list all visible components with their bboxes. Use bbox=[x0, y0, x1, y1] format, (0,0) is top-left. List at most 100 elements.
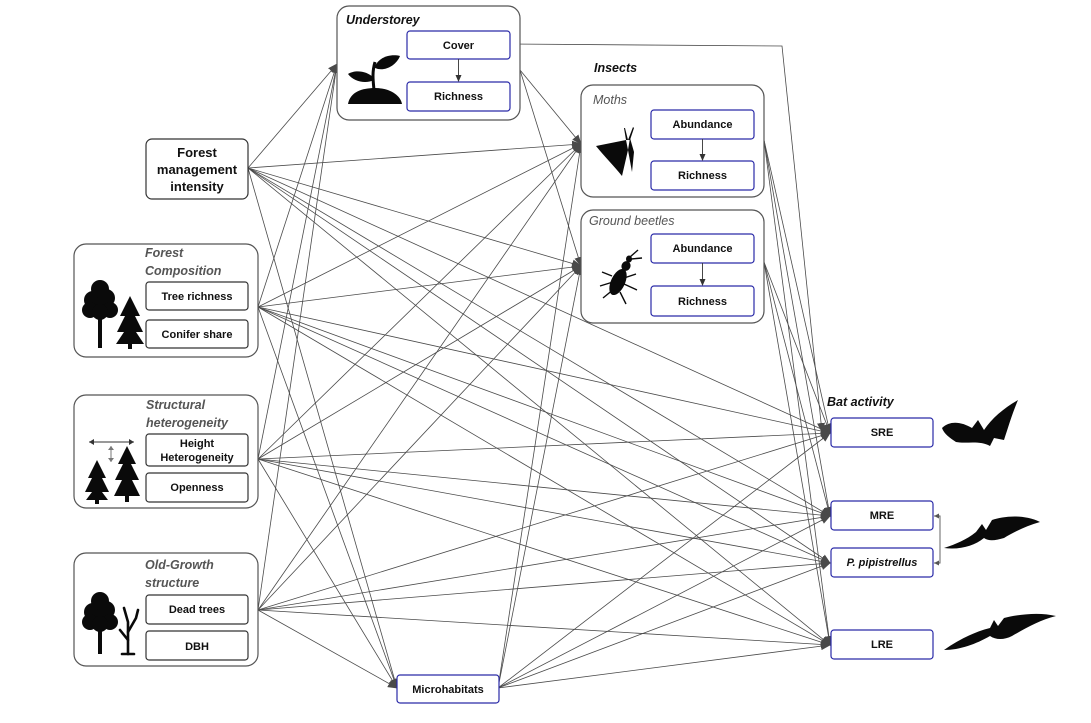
fmi-line-1: Forest bbox=[177, 145, 217, 160]
edge-micro-to-beetles bbox=[497, 265, 584, 689]
edge-micro-to-pip bbox=[497, 562, 831, 689]
edge-micro-to-sre bbox=[497, 432, 831, 689]
edge-insR1-to-lre bbox=[763, 139, 833, 646]
edge-fmi-to-microT bbox=[247, 167, 399, 689]
moth-icon bbox=[596, 127, 634, 176]
edge-struct-to-microT bbox=[257, 458, 398, 689]
edge-struct-to-moths bbox=[257, 143, 582, 460]
structural-heterogeneity-group: Structural heterogeneity Height Heteroge… bbox=[73, 394, 259, 509]
edge-comp-to-sre bbox=[257, 306, 831, 435]
edge-struct-to-pip bbox=[257, 458, 831, 566]
dead-trees-label: Dead trees bbox=[169, 604, 225, 616]
sre-label: SRE bbox=[871, 427, 894, 439]
dbh-label: DBH bbox=[185, 641, 209, 653]
edge-fmi-to-mre bbox=[247, 167, 831, 517]
mre-bat-icon bbox=[944, 516, 1040, 549]
edge-comp-to-lre bbox=[257, 306, 831, 646]
composition-title-1: Forest bbox=[145, 246, 184, 260]
pipistrellus-label: P. pipistrellus bbox=[847, 557, 918, 569]
tree-deadtree-icon bbox=[82, 592, 140, 656]
moths-abundance-label: Abundance bbox=[673, 119, 733, 131]
edge-og-to-mre bbox=[257, 513, 831, 611]
edge-insR2-to-mre bbox=[763, 261, 832, 517]
oldgrowth-title-2: structure bbox=[145, 576, 199, 590]
edge-og-to-lre bbox=[257, 609, 831, 649]
microhabitats-label: Microhabitats bbox=[412, 684, 484, 696]
edge-comp-to-mre bbox=[257, 306, 831, 517]
forest-composition-group: Forest Composition Tree richness Conifer… bbox=[73, 243, 259, 358]
structural-title-2: heterogeneity bbox=[146, 416, 229, 430]
beetles-richness-label: Richness bbox=[678, 296, 727, 308]
moths-title: Moths bbox=[593, 93, 627, 107]
edge-og-to-underL bbox=[257, 63, 340, 611]
edge-comp-to-pip bbox=[257, 306, 831, 564]
lre-bat-icon bbox=[944, 613, 1056, 650]
edge-insR2-to-lre bbox=[763, 261, 833, 646]
sre-bat-icon bbox=[942, 400, 1018, 446]
understorey-richness-box bbox=[406, 81, 511, 112]
edge-og-to-beetles bbox=[257, 265, 582, 611]
edge-fmi-to-underL bbox=[247, 63, 338, 169]
fmi-node: Forest management intensity bbox=[145, 138, 249, 200]
beetles-title: Ground beetles bbox=[589, 214, 674, 228]
composition-title-2: Composition bbox=[145, 264, 222, 278]
edge-comp-to-beetles bbox=[257, 263, 582, 308]
edge-og-to-moths bbox=[257, 143, 582, 611]
insects-title: Insects bbox=[594, 61, 637, 75]
edge-fmi-to-moths bbox=[247, 140, 582, 169]
tree-richness-label: Tree richness bbox=[162, 291, 233, 303]
oldgrowth-title-1: Old-Growth bbox=[145, 558, 214, 572]
fmi-line-3: intensity bbox=[170, 179, 224, 194]
edge-micro-to-lre bbox=[497, 642, 831, 689]
bat-activity-title: Bat activity bbox=[827, 395, 895, 409]
edge-comp-to-microT bbox=[257, 306, 398, 689]
lre-label: LRE bbox=[871, 639, 893, 651]
edge-og-to-microT bbox=[257, 609, 398, 689]
understorey-title: Understorey bbox=[346, 13, 421, 27]
edge-struct-to-sre bbox=[257, 429, 831, 460]
edge-fmi-to-sre bbox=[247, 167, 831, 434]
edge-struct-to-underL bbox=[257, 63, 340, 460]
edges-layer bbox=[247, 43, 833, 689]
edge-comp-to-underL bbox=[257, 63, 339, 308]
edge-og-to-pip bbox=[257, 559, 831, 611]
moths-richness-label: Richness bbox=[678, 170, 727, 182]
mre-label: MRE bbox=[870, 510, 894, 522]
edge-cover-to-sre bbox=[509, 43, 826, 433]
edge-fmi-to-beetles bbox=[247, 167, 582, 268]
ground-beetles-group: Ground beetles Abundance Richness bbox=[580, 209, 765, 324]
conifer-share-label: Conifer share bbox=[162, 329, 233, 341]
microhabitats-node: Microhabitats bbox=[396, 674, 500, 704]
edge-og-to-sre bbox=[257, 431, 831, 611]
edge-micro-to-moths bbox=[497, 143, 584, 689]
understorey-group: Understorey Cover Richness bbox=[336, 5, 521, 121]
fmi-line-2: management bbox=[157, 162, 238, 177]
beetle-icon bbox=[599, 249, 643, 305]
openness-label: Openness bbox=[170, 482, 223, 494]
understorey-richness-label: Richness bbox=[434, 91, 483, 103]
edge-underR-to-beetles bbox=[519, 69, 583, 267]
edge-comp-to-moths bbox=[257, 143, 582, 308]
height-het-line-2: Heterogeneity bbox=[160, 452, 234, 464]
edge-insR1-to-mre bbox=[763, 139, 833, 517]
beetles-abundance-label: Abundance bbox=[673, 243, 733, 255]
edge-struct-to-mre bbox=[257, 458, 831, 520]
deciduous-conifer-trees-icon bbox=[82, 280, 144, 349]
structural-title-1: Structural bbox=[146, 398, 206, 412]
plant-icon bbox=[348, 55, 402, 104]
edge-fmi-to-lre bbox=[247, 167, 831, 646]
height-het-line-1: Height bbox=[180, 438, 215, 450]
edge-micro-to-mre bbox=[497, 515, 831, 689]
edge-underR-to-moths bbox=[519, 69, 582, 145]
edge-insR1-to-sre bbox=[763, 139, 832, 434]
edge-struct-to-lre bbox=[257, 458, 831, 647]
moths-group: Moths Abundance Richness bbox=[580, 84, 765, 198]
bat-nodes: SRE MRE P. pipistrellus LRE bbox=[830, 417, 941, 660]
old-growth-group: Old-Growth structure Dead trees DBH bbox=[73, 552, 259, 667]
understorey-cover-label: Cover bbox=[443, 40, 475, 52]
height-conifers-icon bbox=[85, 439, 140, 504]
edge-struct-to-beetles bbox=[257, 265, 582, 460]
edge-fmi-to-pip bbox=[247, 167, 831, 564]
